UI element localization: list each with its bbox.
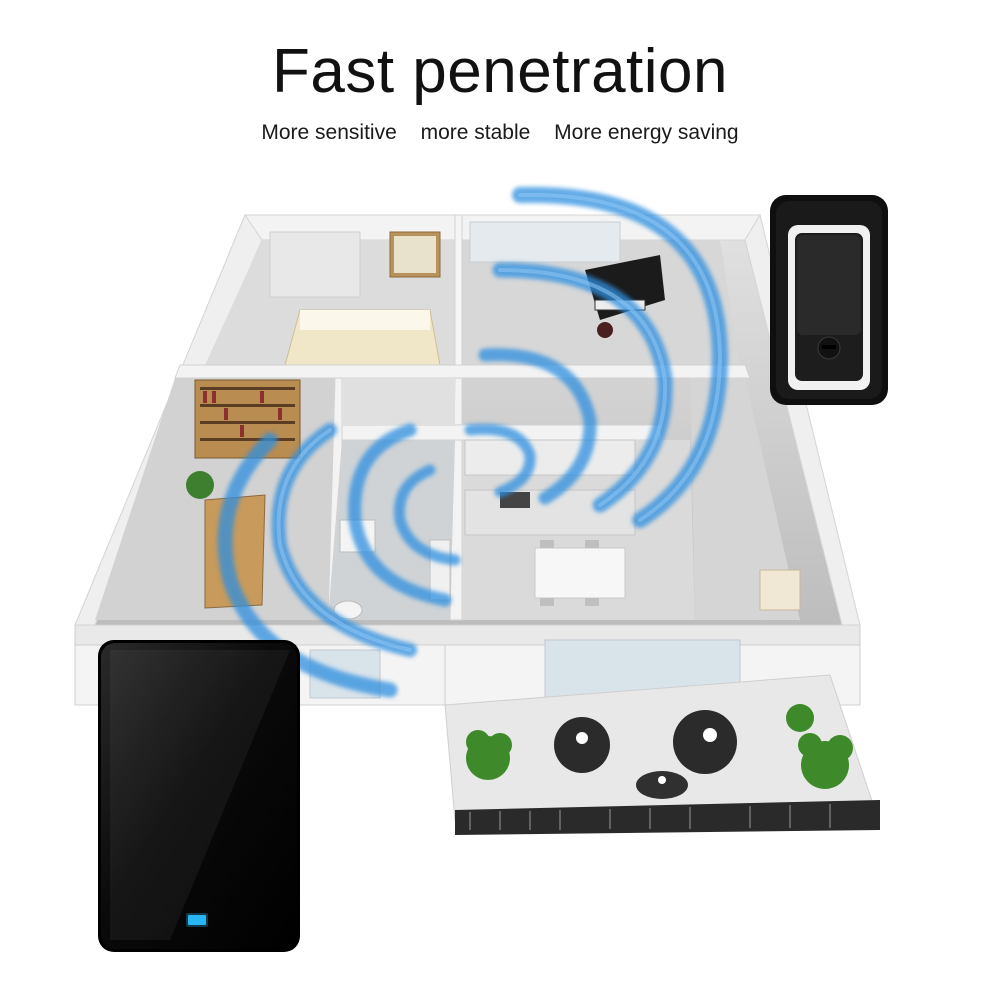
headline: Fast penetration [271, 37, 729, 106]
feature-sensitive: More sensitive [261, 121, 397, 144]
indicator-led [188, 915, 206, 925]
feature-energy-saving: More energy saving [554, 121, 739, 144]
feature-list: More sensitive more stable More energy s… [0, 118, 1000, 148]
signal-waves-icon [217, 186, 729, 698]
feature-stable: more stable [420, 121, 531, 144]
doorbell-button-icon [770, 195, 888, 405]
doorbell-receiver-icon [98, 640, 300, 952]
